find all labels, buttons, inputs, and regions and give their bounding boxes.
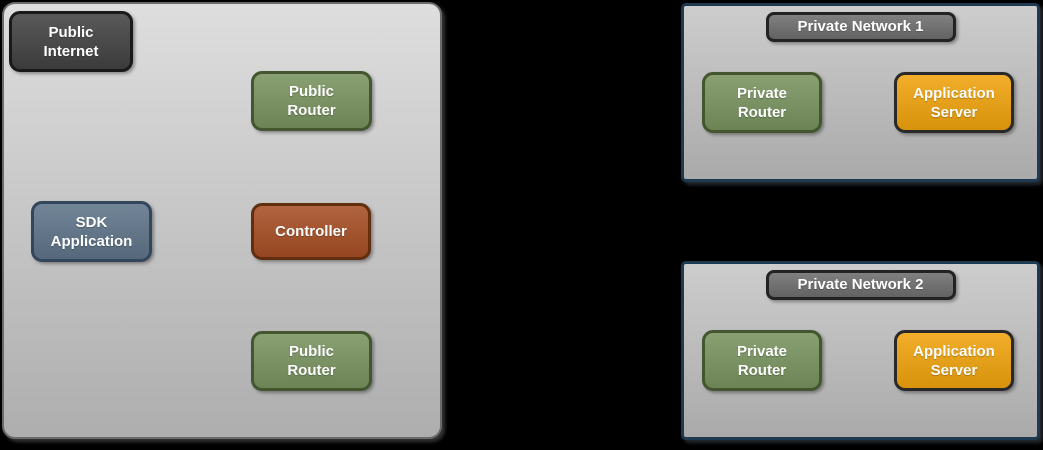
private-network-1-application-server-node: Application Server [894,72,1014,133]
private-network-2-private-router-node: Private Router [702,330,822,391]
private-network-1-private-router-node: Private Router [702,72,822,133]
public-router-bottom-node: Public Router [251,331,372,391]
private-network-1-container: Private Network 1 Private Router Applica… [681,3,1040,182]
private-network-1-title: Private Network 1 [765,12,956,42]
sdk-application-node: SDK Application [31,201,152,262]
private-network-2-title: Private Network 2 [765,270,956,300]
public-router-top-node: Public Router [251,71,372,131]
private-network-2-container: Private Network 2 Private Router Applica… [681,261,1040,440]
public-internet-zone: Public Internet Public Router SDK Applic… [2,2,442,439]
controller-node: Controller [251,203,371,260]
private-network-2-application-server-node: Application Server [894,330,1014,391]
public-internet-node: Public Internet [9,11,133,72]
